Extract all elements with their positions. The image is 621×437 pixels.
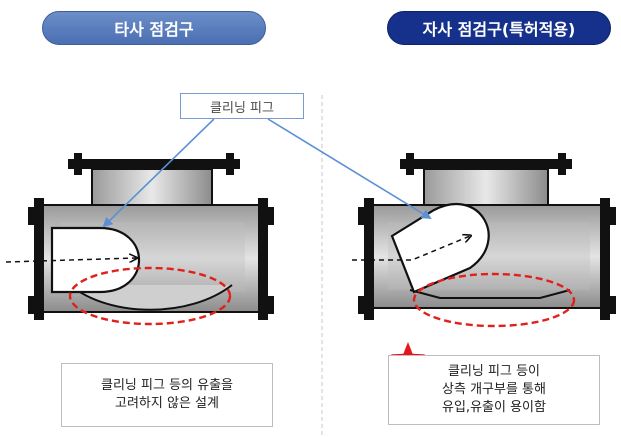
right-header-label: 자사 점검구(특허적용): [422, 20, 576, 39]
right-note-line-1: 클리닝 피그 등이: [448, 364, 540, 379]
left-note-box: 클리닝 피그 등의 유출을 고려하지 않은 설계: [61, 363, 273, 427]
right-note-line-3: 유입,유출이 용이함: [442, 400, 546, 415]
callout-leader-right: [267, 118, 432, 220]
right-note-box: 클리닝 피그 등이 상측 개구부를 통해 유입,유출이 용이함: [388, 355, 600, 425]
left-note-line-2: 고려하지 않은 설계: [115, 396, 219, 411]
right-highlight-ellipse: [412, 272, 576, 328]
right-tee-fitting: [358, 153, 616, 320]
right-note-line-2: 상측 개구부를 통해: [442, 382, 546, 397]
left-tee-fitting: [28, 153, 274, 320]
right-header-pill: 자사 점검구(특허적용): [387, 11, 611, 45]
callout-label: 클리닝 피그: [210, 100, 274, 116]
left-note-line-1: 클리닝 피그 등의 유출을: [101, 378, 233, 393]
left-highlight-ellipse: [68, 266, 232, 326]
left-header-pill: 타사 점검구: [42, 11, 266, 45]
right-flow-arrow: [352, 236, 470, 261]
left-header-label: 타사 점검구: [114, 20, 194, 39]
cleaning-pig-callout: 클리닝 피그: [180, 93, 304, 119]
callout-leader-left: [102, 118, 215, 228]
left-flow-arrow: [5, 258, 136, 263]
